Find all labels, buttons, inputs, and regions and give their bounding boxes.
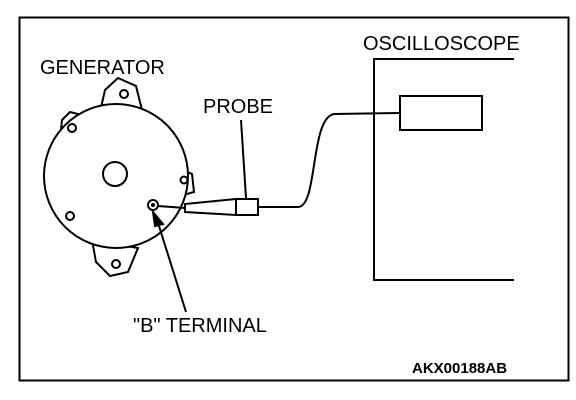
generator-label: GENERATOR [40, 57, 165, 79]
oscilloscope-outline [373, 58, 514, 281]
figure-code: AKX00188AB [412, 360, 508, 377]
oscilloscope [373, 58, 514, 281]
probe-label: PROBE [203, 96, 274, 118]
b-terminal-leader [158, 225, 187, 313]
probe-connector [235, 198, 259, 216]
probe-tip-wire [157, 205, 186, 209]
generator-bottom-lug-hole [111, 259, 121, 269]
b-terminal-pointer [151, 208, 187, 313]
b-terminal [147, 199, 159, 211]
b-terminal-label: "B" TERMINAL [133, 315, 267, 337]
generator [43, 76, 196, 278]
probe-body [184, 197, 237, 217]
generator-left-lug-hole [67, 123, 77, 133]
b-terminal-core [151, 203, 155, 207]
oscilloscope-label: OSCILLOSCOPE [363, 33, 520, 55]
probe [157, 119, 259, 217]
generator-shaft [102, 161, 128, 187]
figure-frame [18, 16, 570, 382]
b-terminal-arrowhead [151, 208, 165, 228]
probe-cable [258, 112, 401, 208]
generator-right-lug-hole [179, 175, 189, 185]
oscilloscope-input-jack [399, 95, 483, 131]
probe-label-leader [240, 119, 247, 199]
generator-top-lug-hole [119, 89, 129, 99]
generator-lower-left-hole [65, 211, 75, 221]
generator-housing [43, 103, 189, 249]
